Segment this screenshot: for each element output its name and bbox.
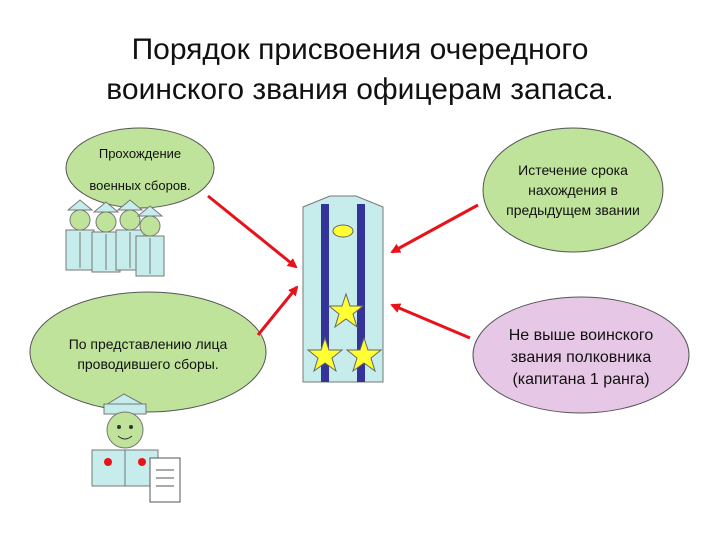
officer-icon (91, 393, 159, 487)
term-bubble (482, 127, 664, 253)
shoulder-board-icon (302, 195, 384, 383)
title-line-2: воинского звания офицерам запаса. (106, 73, 614, 106)
submission-bubble (29, 291, 267, 413)
limit-line-2: звания полковника (510, 349, 652, 366)
soldiers-group-icon (65, 199, 165, 277)
star-icon (306, 336, 344, 373)
star-icon (327, 292, 365, 329)
limit-bubble-text: Не выше воинского звания полковника (кап… (473, 325, 689, 391)
limit-bubble (472, 296, 690, 414)
slide-title: Порядок присвоения очередного воинского … (0, 30, 720, 110)
training-bubble-text: Прохождение военных сборов. (66, 138, 214, 202)
term-bubble-text: Истечение срока нахождения в предыдущем … (483, 160, 663, 220)
term-line-3: предыдущем звании (506, 202, 640, 218)
training-line-1: Прохождение (98, 146, 182, 161)
star-icon (345, 336, 383, 373)
training-line-2: военных сборов. (89, 178, 191, 193)
submission-bubble-text: По представлению лица проводившего сборы… (30, 334, 266, 374)
arrow-submission (256, 285, 299, 336)
submission-line-2: проводившего сборы. (77, 356, 219, 372)
title-line-1: Порядок присвоения очередного (131, 33, 589, 66)
limit-line-1: Не выше воинского (508, 327, 654, 344)
term-line-1: Истечение срока (518, 162, 628, 178)
limit-line-3: (капитана 1 ранга) (512, 371, 650, 388)
submission-line-1: По представлению лица (68, 336, 228, 352)
term-line-2: нахождения в (528, 182, 618, 198)
document-scroll-icon (149, 457, 181, 503)
arrow-training (207, 194, 298, 269)
arrow-limit (390, 303, 471, 340)
arrow-term (390, 203, 479, 254)
